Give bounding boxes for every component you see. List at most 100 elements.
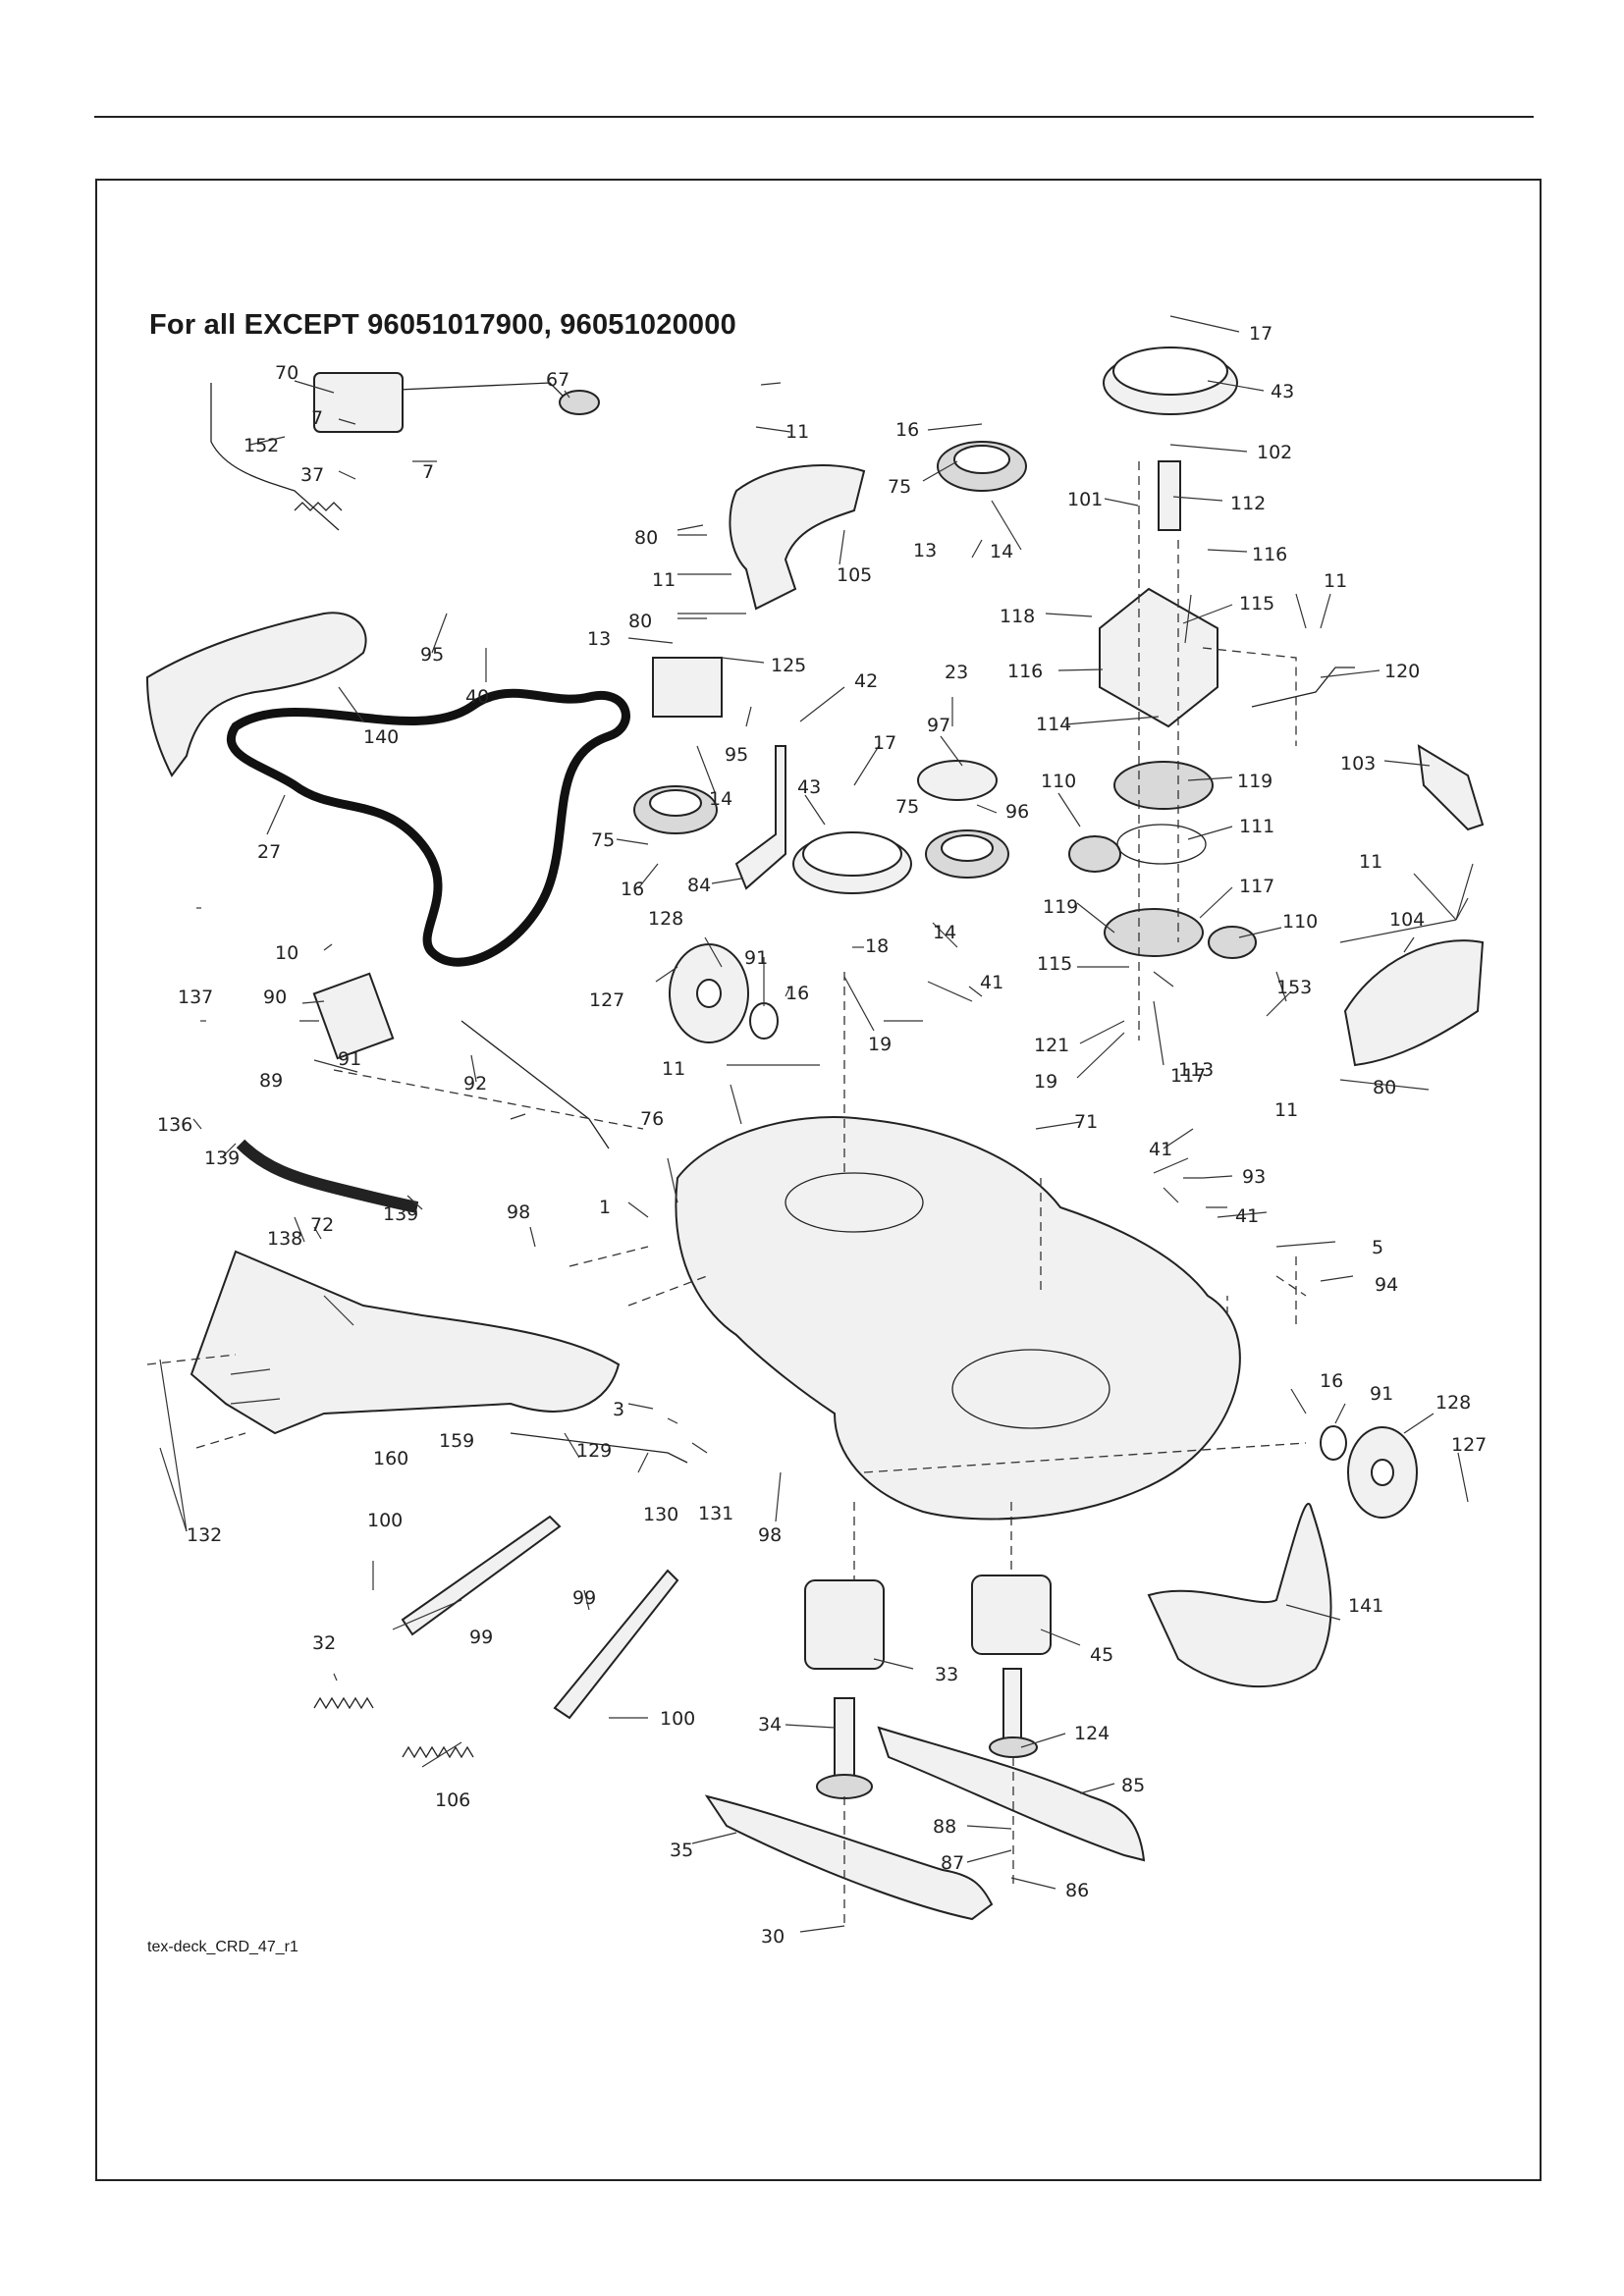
part-label: 11 [662, 1058, 685, 1080]
part-label: 95 [725, 744, 748, 766]
part-label: 91 [1370, 1383, 1393, 1405]
gear-shape [1104, 908, 1204, 957]
gearbox-bracket-shape [1417, 744, 1485, 831]
part-label: 127 [589, 989, 624, 1011]
part-label: 19 [1034, 1071, 1057, 1093]
assembly-line [333, 1069, 644, 1130]
mower-deck-shape [675, 1116, 1241, 1521]
part-label: 116 [1252, 544, 1287, 565]
part-label: 111 [1239, 816, 1274, 837]
part-label: 16 [1320, 1370, 1343, 1392]
part-label: 91 [338, 1048, 361, 1070]
spindle-well-shape [951, 1349, 1110, 1429]
part-label: 40 [465, 686, 489, 708]
part-label: 114 [1036, 714, 1071, 735]
assembly-line [568, 1246, 649, 1267]
lift-bracket-shape [313, 372, 404, 433]
part-label: 89 [259, 1070, 283, 1092]
part-label: 43 [1271, 381, 1294, 402]
part-label: 41 [980, 972, 1003, 993]
washer-shape [749, 1002, 779, 1040]
gearbox-plate-shape [1099, 587, 1218, 728]
drive-belt-shape [226, 688, 630, 967]
part-label: 18 [865, 935, 889, 957]
part-label: 37 [300, 464, 324, 486]
mower-blade-shape [877, 1726, 1146, 1862]
spring-shape [402, 1745, 474, 1759]
part-label: 128 [1435, 1392, 1471, 1414]
part-label: 11 [652, 569, 676, 591]
belt-shield-shape [145, 612, 367, 777]
part-label: 1 [599, 1197, 611, 1218]
part-label: 101 [1067, 489, 1103, 510]
part-label: 152 [244, 435, 279, 456]
spring-shape [313, 1696, 374, 1710]
part-label: 7 [311, 407, 323, 429]
part-label: 96 [1005, 801, 1029, 823]
part-label: 13 [587, 628, 611, 650]
part-label: 153 [1276, 977, 1312, 998]
part-label: 119 [1043, 896, 1078, 918]
part-label: 67 [546, 369, 569, 391]
part-label: 137 [178, 987, 213, 1008]
part-label: 72 [310, 1214, 334, 1236]
part-label: 17 [1249, 323, 1272, 345]
part-label: 43 [797, 776, 821, 798]
part-label: 17 [873, 732, 896, 754]
diagram-frame [95, 179, 1542, 2181]
part-label: 131 [698, 1503, 733, 1524]
part-label: 10 [275, 942, 298, 964]
part-label: 11 [1324, 570, 1347, 592]
wash-hose-shape [236, 1139, 419, 1213]
washer-shape [1320, 1425, 1347, 1461]
part-label: 141 [1348, 1595, 1383, 1617]
rod-shape [510, 1432, 688, 1464]
lift-link-shape [553, 1569, 679, 1720]
spindle-shaft-shape [834, 1697, 855, 1788]
part-label: 129 [576, 1440, 612, 1462]
part-label: 80 [1373, 1077, 1396, 1098]
part-labels: 1 3 5 7 7 10 11 11 11 11 11 11 13 13 14 … [157, 323, 1487, 1948]
assembly-line [146, 1354, 237, 1365]
gearbox-cover-shape [1343, 939, 1485, 1067]
part-label: 119 [1237, 771, 1272, 792]
gearbox-shaft-shape [1158, 460, 1181, 531]
part-label: 120 [1384, 661, 1420, 682]
idler-pulley-shape [941, 834, 994, 862]
part-label: 115 [1239, 593, 1274, 614]
part-label: 105 [837, 564, 872, 586]
part-label: 118 [1000, 606, 1035, 627]
part-label: 41 [1149, 1139, 1172, 1160]
part-label: 124 [1074, 1723, 1110, 1744]
part-label: 76 [640, 1108, 664, 1130]
part-label: 75 [888, 476, 911, 498]
part-label: 130 [643, 1504, 678, 1525]
part-label: 99 [572, 1587, 596, 1609]
part-label: 140 [363, 726, 399, 748]
diagram-code: tex-deck_CRD_47_r1 [147, 1939, 298, 1955]
link-rod-shape [460, 1020, 610, 1149]
part-label: 99 [469, 1627, 493, 1648]
part-label: 35 [670, 1840, 693, 1861]
part-label: 33 [935, 1664, 958, 1685]
part-label: 16 [895, 419, 919, 441]
part-label: 14 [709, 788, 732, 810]
spindle-well-shape [785, 1172, 924, 1233]
part-label: 128 [648, 908, 683, 930]
part-label: 14 [990, 541, 1013, 562]
spindle-housing-shape [971, 1575, 1052, 1655]
part-label: 16 [785, 983, 809, 1004]
part-label: 104 [1389, 909, 1425, 931]
rod-shape [1251, 667, 1355, 708]
part-label: 88 [933, 1816, 956, 1838]
discharge-chute-shape [189, 1250, 621, 1435]
o-ring-shape [1116, 824, 1207, 865]
part-label: 110 [1282, 911, 1318, 933]
idler-bracket-shape [652, 657, 723, 718]
assembly-line [195, 1432, 246, 1449]
part-label: 97 [927, 715, 950, 736]
belt-guide-shape [729, 464, 866, 611]
part-label: 13 [913, 540, 937, 561]
part-label: 42 [854, 670, 878, 692]
